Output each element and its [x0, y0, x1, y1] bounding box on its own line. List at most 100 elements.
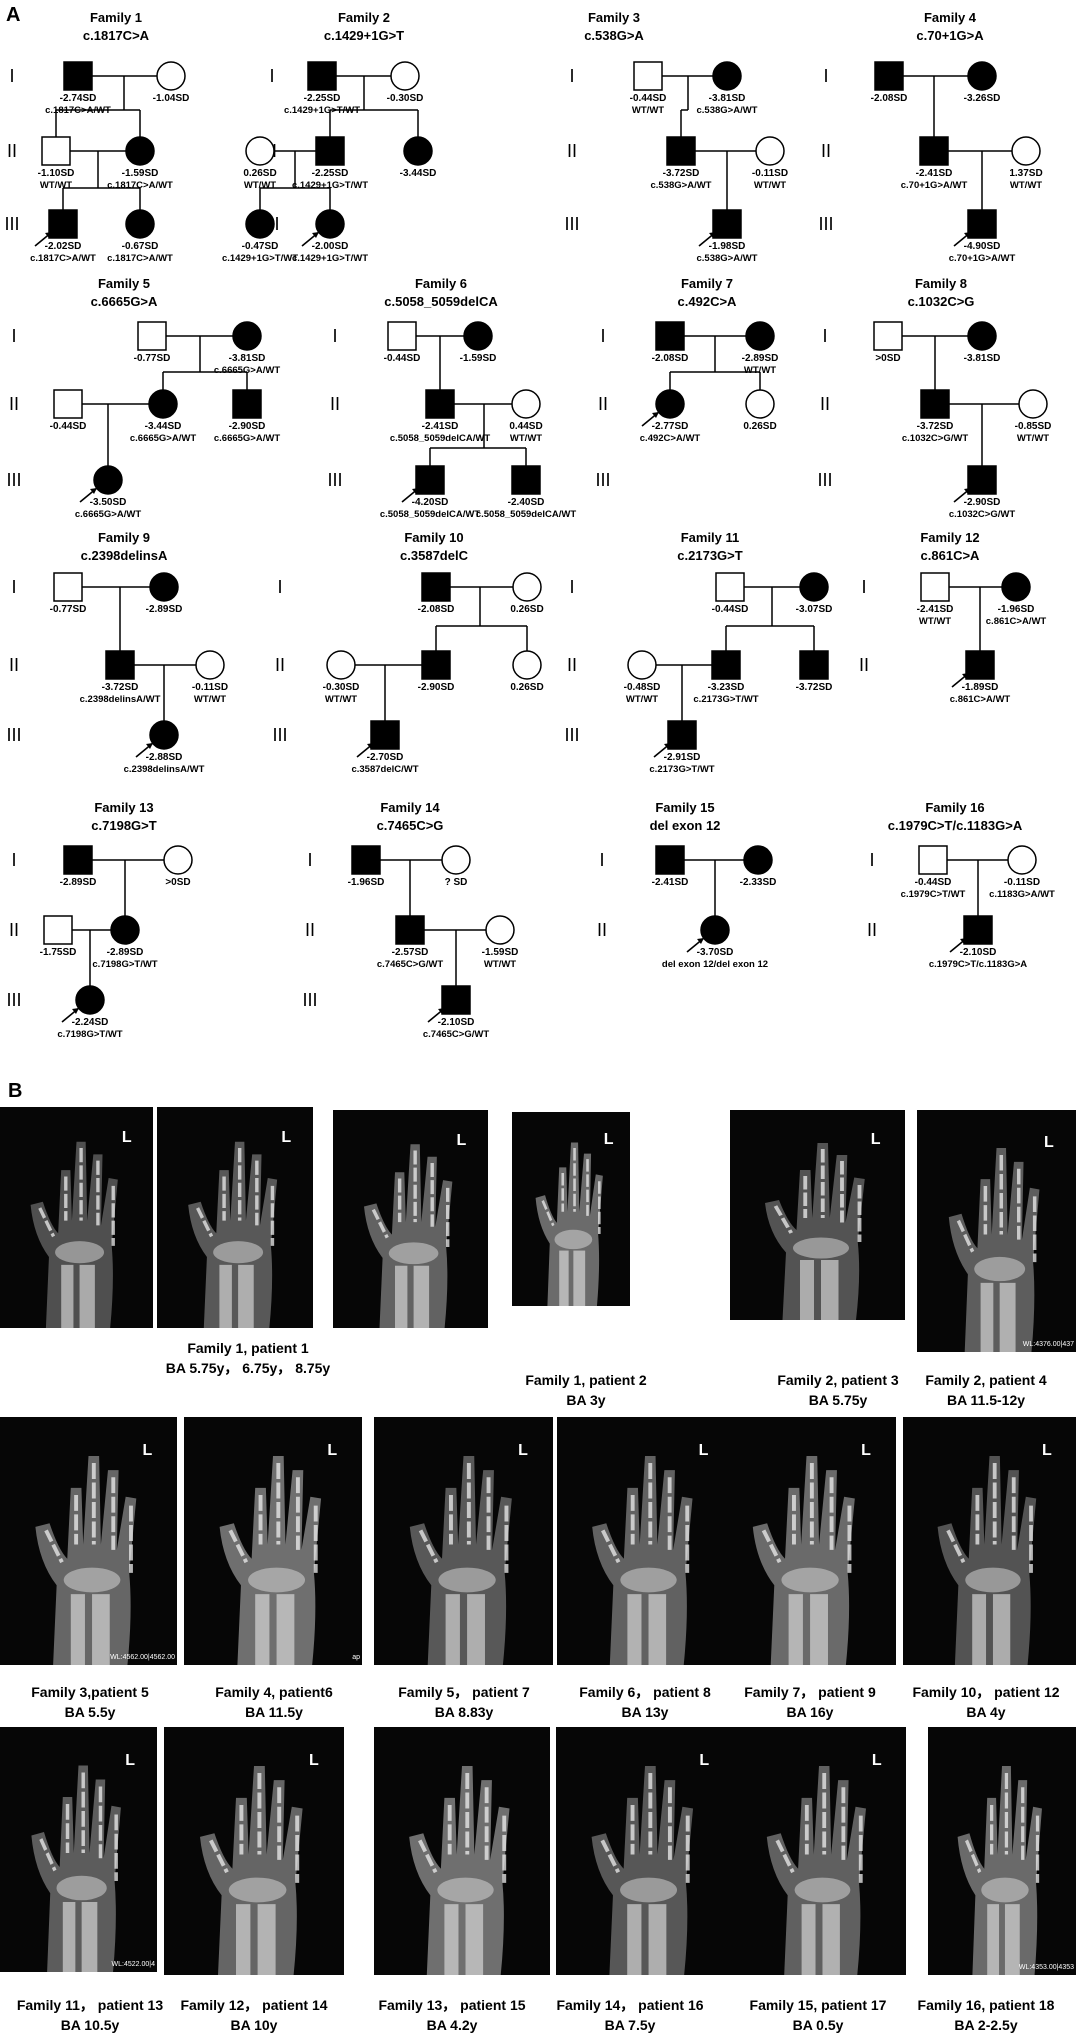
proband-arrow-head	[964, 488, 971, 494]
generation-label: I	[569, 577, 574, 597]
generation-label: II	[598, 394, 608, 414]
hand-radiograph: L	[157, 1107, 313, 1328]
generation-label: II	[859, 655, 869, 675]
generation-label: III	[327, 470, 342, 490]
laterality-marker: L	[871, 1751, 882, 1769]
pedigree-member: 0.26SD	[510, 572, 544, 615]
affected-male-symbol	[920, 389, 950, 419]
caption-patient: Family 7， patient 9	[744, 1684, 876, 1700]
affected-female-symbol	[403, 136, 433, 166]
affected-male-symbol	[711, 650, 741, 680]
hand-bones	[333, 1110, 488, 1328]
unaffected-female-symbol	[512, 650, 542, 680]
sd-score: -3.70SD	[697, 947, 734, 958]
window-level-overlay: WL:4376.00|437	[1022, 1341, 1074, 1348]
generation-label: III	[6, 470, 21, 490]
affected-male-symbol	[395, 915, 425, 945]
generation-label: I	[569, 66, 574, 86]
sd-score: -2.24SD	[72, 1017, 109, 1028]
sd-score: -3.44SD	[400, 168, 437, 179]
sd-score: -3.23SD	[708, 682, 745, 693]
generation-label: II	[567, 141, 577, 161]
pedigree-member: -3.26SD	[964, 61, 1001, 104]
caption-patient: Family 1, patient 2	[525, 1372, 647, 1388]
unaffected-female-symbol	[245, 136, 275, 166]
genotype-label: c.7465C>G/WT	[377, 959, 443, 970]
generation-label: III	[4, 214, 19, 234]
generation-label: III	[818, 214, 833, 234]
pedigree-member: -3.07SD	[796, 572, 832, 615]
family-title: Family 6	[415, 276, 467, 291]
family-variant: c.3587delC	[400, 548, 469, 563]
hand-bones	[374, 1417, 553, 1665]
genotype-label: c.1183G>A/WT	[989, 889, 1055, 900]
genotype-label: WT/WT	[1017, 433, 1049, 444]
genotype-label: WT/WT	[1010, 180, 1042, 191]
window-level-overlay: ap	[352, 1654, 360, 1661]
affected-female-symbol	[93, 465, 123, 495]
family-title: Family 10	[404, 530, 463, 545]
affected-male-symbol	[425, 389, 455, 419]
unaffected-female-symbol	[441, 845, 471, 875]
hand-bones	[917, 1110, 1076, 1352]
sd-score: -3.50SD	[90, 497, 127, 508]
panel-b-label: B	[8, 1080, 23, 1102]
sd-score: -2.08SD	[652, 353, 689, 364]
sd-score: -0.11SD	[1004, 877, 1040, 888]
laterality-marker: L	[861, 1441, 871, 1459]
genotype-label: WT/WT	[632, 105, 664, 116]
family-title: Family 5	[98, 276, 150, 291]
affected-female-symbol	[125, 136, 155, 166]
genotype-label: c.861C>A/WT	[986, 616, 1047, 627]
family-variant: c.1429+1G>T	[324, 28, 404, 43]
affected-female-symbol	[148, 389, 178, 419]
generation-label: II	[567, 655, 577, 675]
affected-male-symbol	[919, 136, 949, 166]
affected-male-symbol	[315, 136, 345, 166]
sd-score: 0.26SD	[743, 421, 776, 432]
genotype-label: WT/WT	[484, 959, 516, 970]
hand-bones	[512, 1112, 630, 1306]
laterality-marker: L	[699, 1751, 710, 1769]
affected-male-symbol	[63, 845, 93, 875]
sd-score: -1.75SD	[40, 947, 77, 958]
caption-bone-age: BA 3y	[566, 1392, 606, 1408]
panel-a-label: A	[6, 4, 21, 26]
sd-score: -3.26SD	[964, 93, 1001, 104]
sd-score: -3.72SD	[796, 682, 833, 693]
hand-radiograph: L	[732, 1727, 906, 1975]
family-title: Family 4	[924, 10, 977, 25]
sd-score: -2.89SD	[60, 877, 97, 888]
genotype-label: c.5058_5059delCA/WT	[390, 433, 491, 444]
caption-bone-age: BA 7.5y	[604, 2017, 656, 2033]
caption-bone-age: BA 5.75y， 6.75y， 8.75y	[165, 1360, 331, 1376]
proband-arrow-head	[412, 488, 419, 494]
affected-male-symbol	[307, 61, 337, 91]
sd-score: -0.11SD	[192, 682, 228, 693]
affected-male-symbol	[441, 985, 471, 1015]
sd-score: -2.41SD	[916, 168, 953, 179]
caption-bone-age: BA 2-2.5y	[954, 2017, 1018, 2033]
hand-radiograph: WL:4353.00|4353	[928, 1727, 1076, 1975]
genotype-label: del exon 12/del exon 12	[662, 959, 768, 970]
unaffected-male-symbol	[715, 572, 745, 602]
hand-bones	[164, 1727, 344, 1975]
generation-label: II	[275, 655, 285, 675]
hand-bones	[184, 1417, 362, 1665]
pedigree-member: -3.81SD	[964, 321, 1000, 364]
family-title: Family 13	[94, 800, 153, 815]
